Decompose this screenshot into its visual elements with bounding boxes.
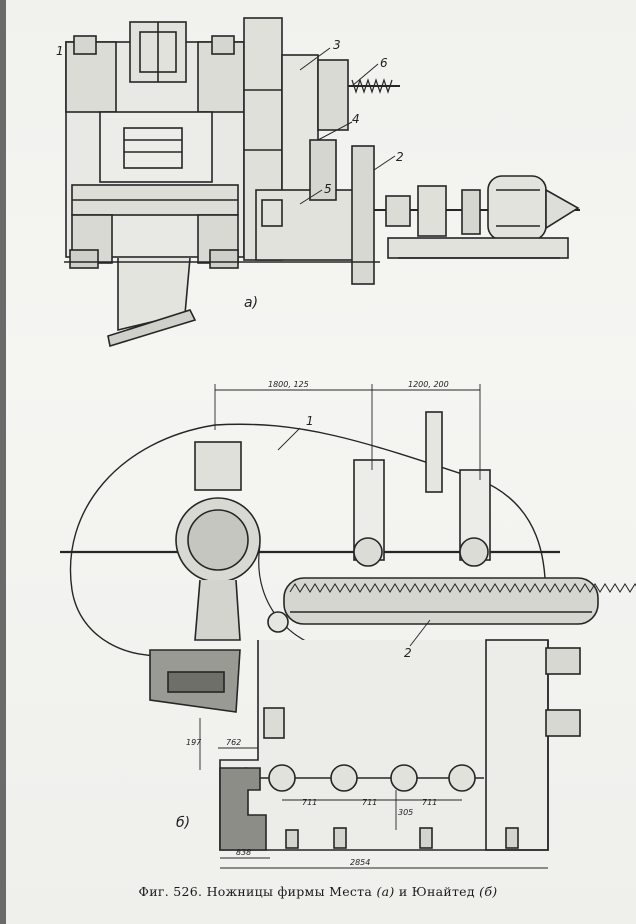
dimension-762: 762	[226, 738, 242, 747]
dimension-711-a: 711	[302, 798, 318, 807]
figure-caption: Фиг. 526. Ножницы фирмы Места (а) и Юнай…	[0, 884, 636, 899]
callout-4-top: 4	[352, 112, 360, 126]
dimension-1200: 1200, 200	[408, 380, 449, 389]
dimension-197: 197	[186, 738, 202, 747]
caption-prefix: Фиг. 526.	[138, 884, 203, 899]
subfigure-label-b: б)	[176, 815, 191, 831]
scan-edge-shadow	[0, 0, 6, 924]
dimension-2854: 2854	[350, 858, 371, 867]
callout-3-top: 3	[333, 38, 341, 52]
dimension-838: 838	[236, 848, 252, 857]
callout-2-bottom: 2	[404, 646, 412, 660]
caption-tag-a: (а)	[376, 884, 395, 899]
callout-2-top: 2	[396, 150, 404, 164]
caption-tag-b: (б)	[479, 884, 498, 899]
callout-1-bottom: 1	[306, 414, 314, 428]
dimension-1800: 1800, 125	[268, 380, 309, 389]
callout-5-top: 5	[324, 182, 332, 196]
dimension-711-b: 711	[362, 798, 378, 807]
callout-1-top: 1	[56, 44, 64, 58]
caption-middle: Ножницы фирмы Места	[206, 884, 373, 899]
dimension-711-c: 711	[422, 798, 438, 807]
callout-6-top: 6	[380, 56, 388, 70]
caption-and: и Юнайтед	[398, 884, 475, 899]
dimension-305: 305	[398, 808, 414, 817]
subfigure-label-a: а)	[244, 295, 259, 311]
